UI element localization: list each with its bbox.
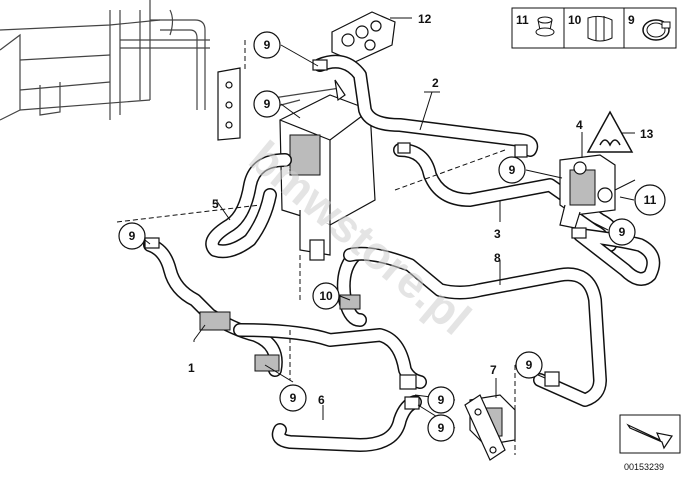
callout-9-d: 9 (129, 229, 136, 243)
callout-circle-10 (312, 282, 340, 310)
callout-5: 5 (212, 197, 219, 211)
callout-circle-9-b (253, 90, 281, 118)
callout-12: 12 (418, 12, 432, 26)
dashed-leaders (116, 40, 516, 455)
callout-9-f: 9 (526, 358, 533, 372)
callout-6: 6 (318, 393, 325, 407)
callout-circle-9-d (118, 222, 146, 250)
mounting-bracket (217, 67, 241, 141)
callout-4: 4 (576, 118, 583, 132)
vehicle-frame-lines (0, 0, 210, 121)
legend-box-11 (511, 7, 565, 49)
callout-2: 2 (432, 76, 439, 90)
grommet-plate (331, 11, 396, 63)
callout-circle-9-h (427, 386, 455, 414)
hose-2 (313, 54, 539, 157)
callout-1: 1 (188, 361, 195, 375)
callout-circle-9-i (427, 414, 455, 442)
warning-triangle-icon (586, 110, 634, 153)
callout-9-b: 9 (264, 97, 271, 111)
coolant-pump (464, 394, 516, 461)
callout-9-g: 9 (290, 391, 297, 405)
hose-5 (205, 153, 292, 259)
callout-circle-9-e (608, 218, 636, 246)
number-callouts: 12 2 4 13 5 3 8 1 7 6 (188, 12, 654, 407)
callout-9-i: 9 (438, 421, 445, 435)
callout-9-a: 9 (264, 38, 271, 52)
callout-9-e: 9 (619, 225, 626, 239)
callout-11: 11 (644, 193, 657, 207)
legend-boxes: 11 10 9 (511, 7, 677, 49)
grommet-icon (535, 16, 555, 37)
orientation-arrow-icon (619, 414, 681, 454)
auxiliary-heater-unit (259, 79, 376, 261)
callout-13: 13 (640, 127, 654, 141)
callout-circle-9-a (253, 31, 281, 59)
hose-clamp-icon (642, 19, 671, 41)
callout-circle-11 (634, 184, 666, 216)
callout-circle-9-c (498, 156, 526, 184)
callout-circle-9-f (515, 351, 543, 379)
hose-1 (143, 238, 283, 377)
callout-3: 3 (494, 227, 501, 241)
callout-10: 10 (319, 289, 333, 303)
callout-8: 8 (494, 251, 501, 265)
legend-label-10: 10 (568, 13, 582, 27)
callout-circle-9-g (279, 384, 307, 412)
legend-label-11: 11 (516, 13, 529, 27)
part-number: 00153239 (624, 462, 664, 472)
legend-label-9: 9 (628, 13, 635, 27)
callout-9-c: 9 (509, 163, 516, 177)
callout-circles: 9 9 9 9 9 10 9 9 9 9 11 (118, 31, 666, 442)
spring-clamp-icon (587, 15, 613, 42)
callout-7: 7 (490, 363, 497, 377)
water-valve (559, 154, 616, 229)
callout-9-h: 9 (438, 393, 445, 407)
